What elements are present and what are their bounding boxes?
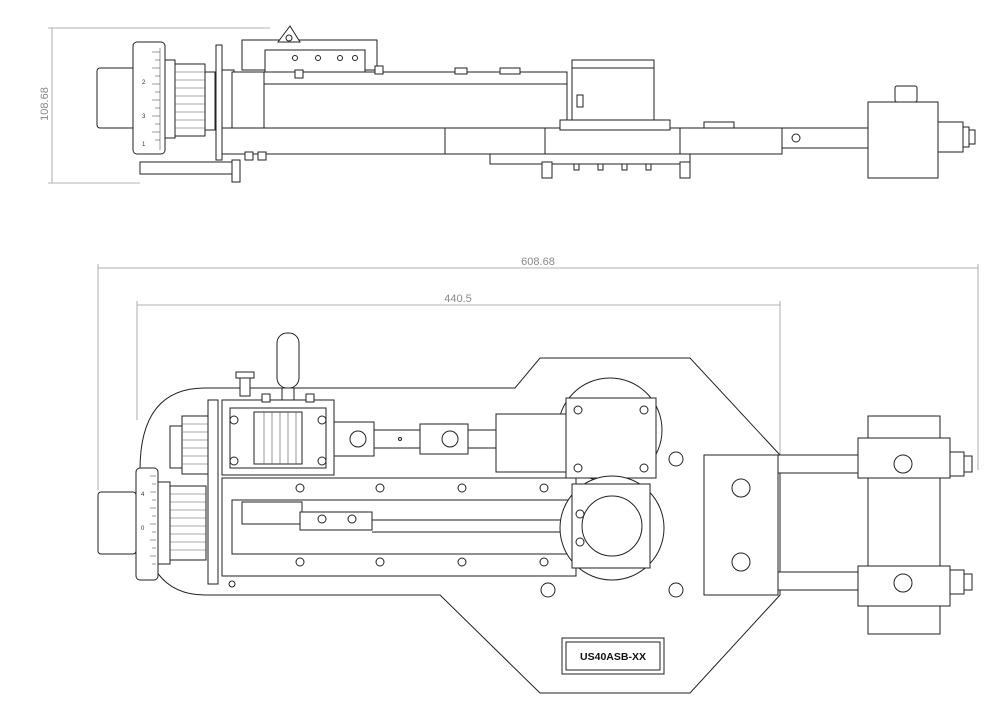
nameplate: US40ASB-XX	[561, 637, 665, 675]
nameplate-label: US40ASB-XX	[580, 651, 646, 663]
side-view: 108.68 2 3 1	[39, 25, 976, 184]
dial-mark: 1	[142, 142, 146, 148]
slide-rail	[221, 477, 577, 588]
side-dial-knob: 2 3 1	[96, 41, 166, 155]
top-view: 608.68 440.5 4 0	[97, 256, 979, 694]
universal-joint-shaft	[333, 421, 497, 457]
side-end-block	[781, 85, 976, 179]
top-dial-knob: 4 0	[97, 399, 219, 585]
mounting-plate	[703, 454, 779, 596]
side-body	[139, 25, 783, 183]
bearing-housing	[540, 475, 684, 598]
motor	[495, 377, 684, 483]
dial-mark: 2	[142, 80, 146, 86]
body-length-label: 440.5	[444, 293, 472, 305]
body-length-dimension: 440.5	[136, 293, 781, 460]
top-end-block	[777, 415, 973, 635]
overall-length-label: 608.68	[521, 256, 555, 268]
vise-handle	[221, 332, 335, 476]
height-dimension-label: 108.68	[39, 87, 51, 121]
height-dimension: 108.68	[39, 27, 270, 184]
dial-mark: 0	[141, 526, 145, 532]
overall-length-dimension: 608.68	[97, 256, 979, 490]
dial-mark: 3	[142, 114, 146, 120]
dial-mark: 4	[141, 492, 145, 498]
side-pulley	[164, 59, 216, 139]
